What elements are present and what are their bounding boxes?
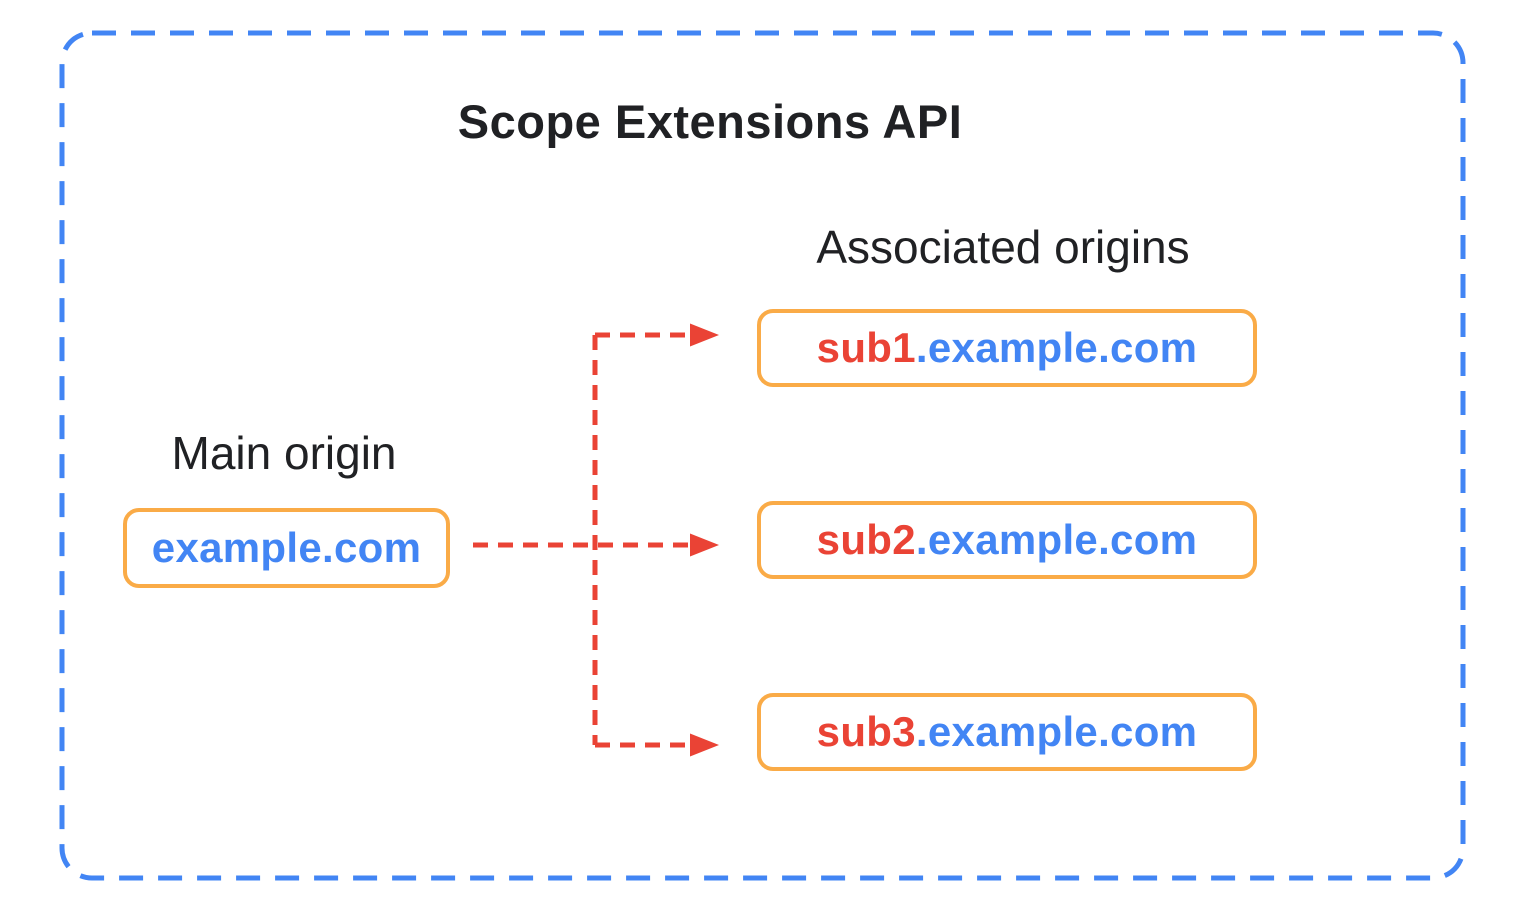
sub1-suffix: .example.com (915, 324, 1198, 371)
diagram-title: Scope Extensions API (457, 95, 963, 148)
sub2-suffix: .example.com (915, 516, 1198, 563)
sub2-prefix: sub2 (816, 516, 916, 563)
associated-origins-label: Associated origins (816, 221, 1190, 273)
main-origin-box: example.com (123, 508, 450, 588)
arrowhead-sub1-icon (690, 323, 719, 347)
associated-origin-box-sub3: sub3.example.com (757, 693, 1257, 771)
main-origin-domain: example.com (151, 524, 422, 571)
arrowhead-sub3-icon (690, 733, 719, 757)
associated-origin-box-sub1: sub1.example.com (757, 309, 1257, 387)
associated-origin-box-sub2: sub2.example.com (757, 501, 1257, 579)
sub1-prefix: sub1 (816, 324, 916, 371)
arrowhead-sub2-icon (690, 533, 719, 557)
sub3-prefix: sub3 (816, 708, 916, 755)
main-origin-label: Main origin (171, 427, 397, 479)
sub3-suffix: .example.com (915, 708, 1198, 755)
